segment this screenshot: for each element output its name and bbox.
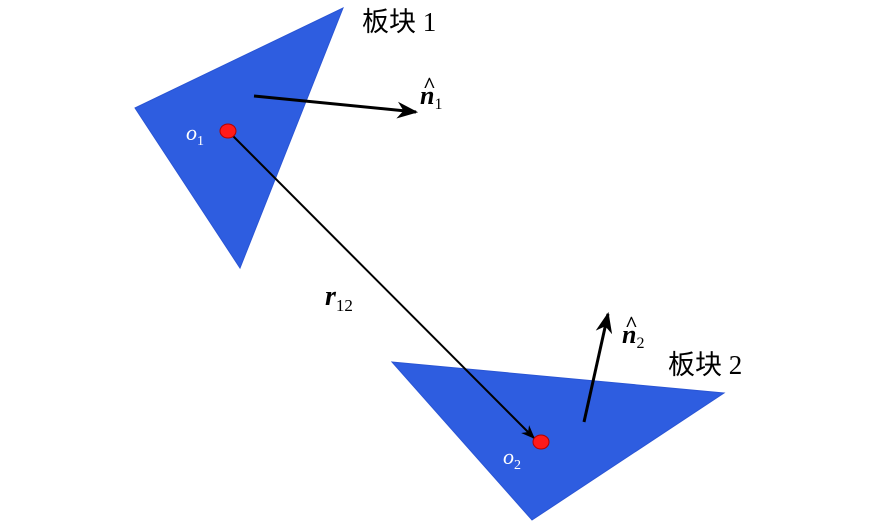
centroid-2-label: o2 (503, 444, 521, 473)
centroid-1-label: o1 (186, 120, 204, 149)
normal-vector-2-arrow (582, 311, 613, 423)
normal-vector-1-hat: ^ (423, 72, 436, 97)
normal-vector-2-hat: ^ (625, 311, 638, 336)
centroid-2-symbol: o (503, 444, 514, 469)
normal-vector-1-label: n1 (420, 81, 442, 113)
plate-1-label: 板块 1 (362, 7, 436, 37)
centroid-2-subscript: 2 (514, 458, 521, 473)
separation-vector-label: r12 (325, 281, 353, 315)
separation-vector-subscript: 12 (336, 296, 353, 315)
plate-2-label: 板块 2 (668, 350, 742, 380)
centroid-2-marker (532, 434, 550, 450)
normal-vector-1-subscript: 1 (434, 96, 442, 113)
normal-vector-2-symbol: n (622, 320, 636, 349)
plate-2-triangle (390, 361, 726, 521)
separation-vector-arrow (227, 130, 535, 439)
centroid-1-subscript: 1 (197, 134, 204, 149)
centroid-1-symbol: o (186, 120, 197, 145)
normal-vector-1-arrow (253, 94, 419, 119)
separation-vector-symbol: r (325, 281, 337, 312)
normal-vector-1-symbol: n (420, 81, 434, 110)
centroid-1-marker (219, 123, 237, 139)
normal-vector-2-subscript: 2 (636, 335, 644, 352)
normal-vector-2-label: n2 (622, 320, 644, 352)
plate-1-triangle (134, 6, 344, 270)
